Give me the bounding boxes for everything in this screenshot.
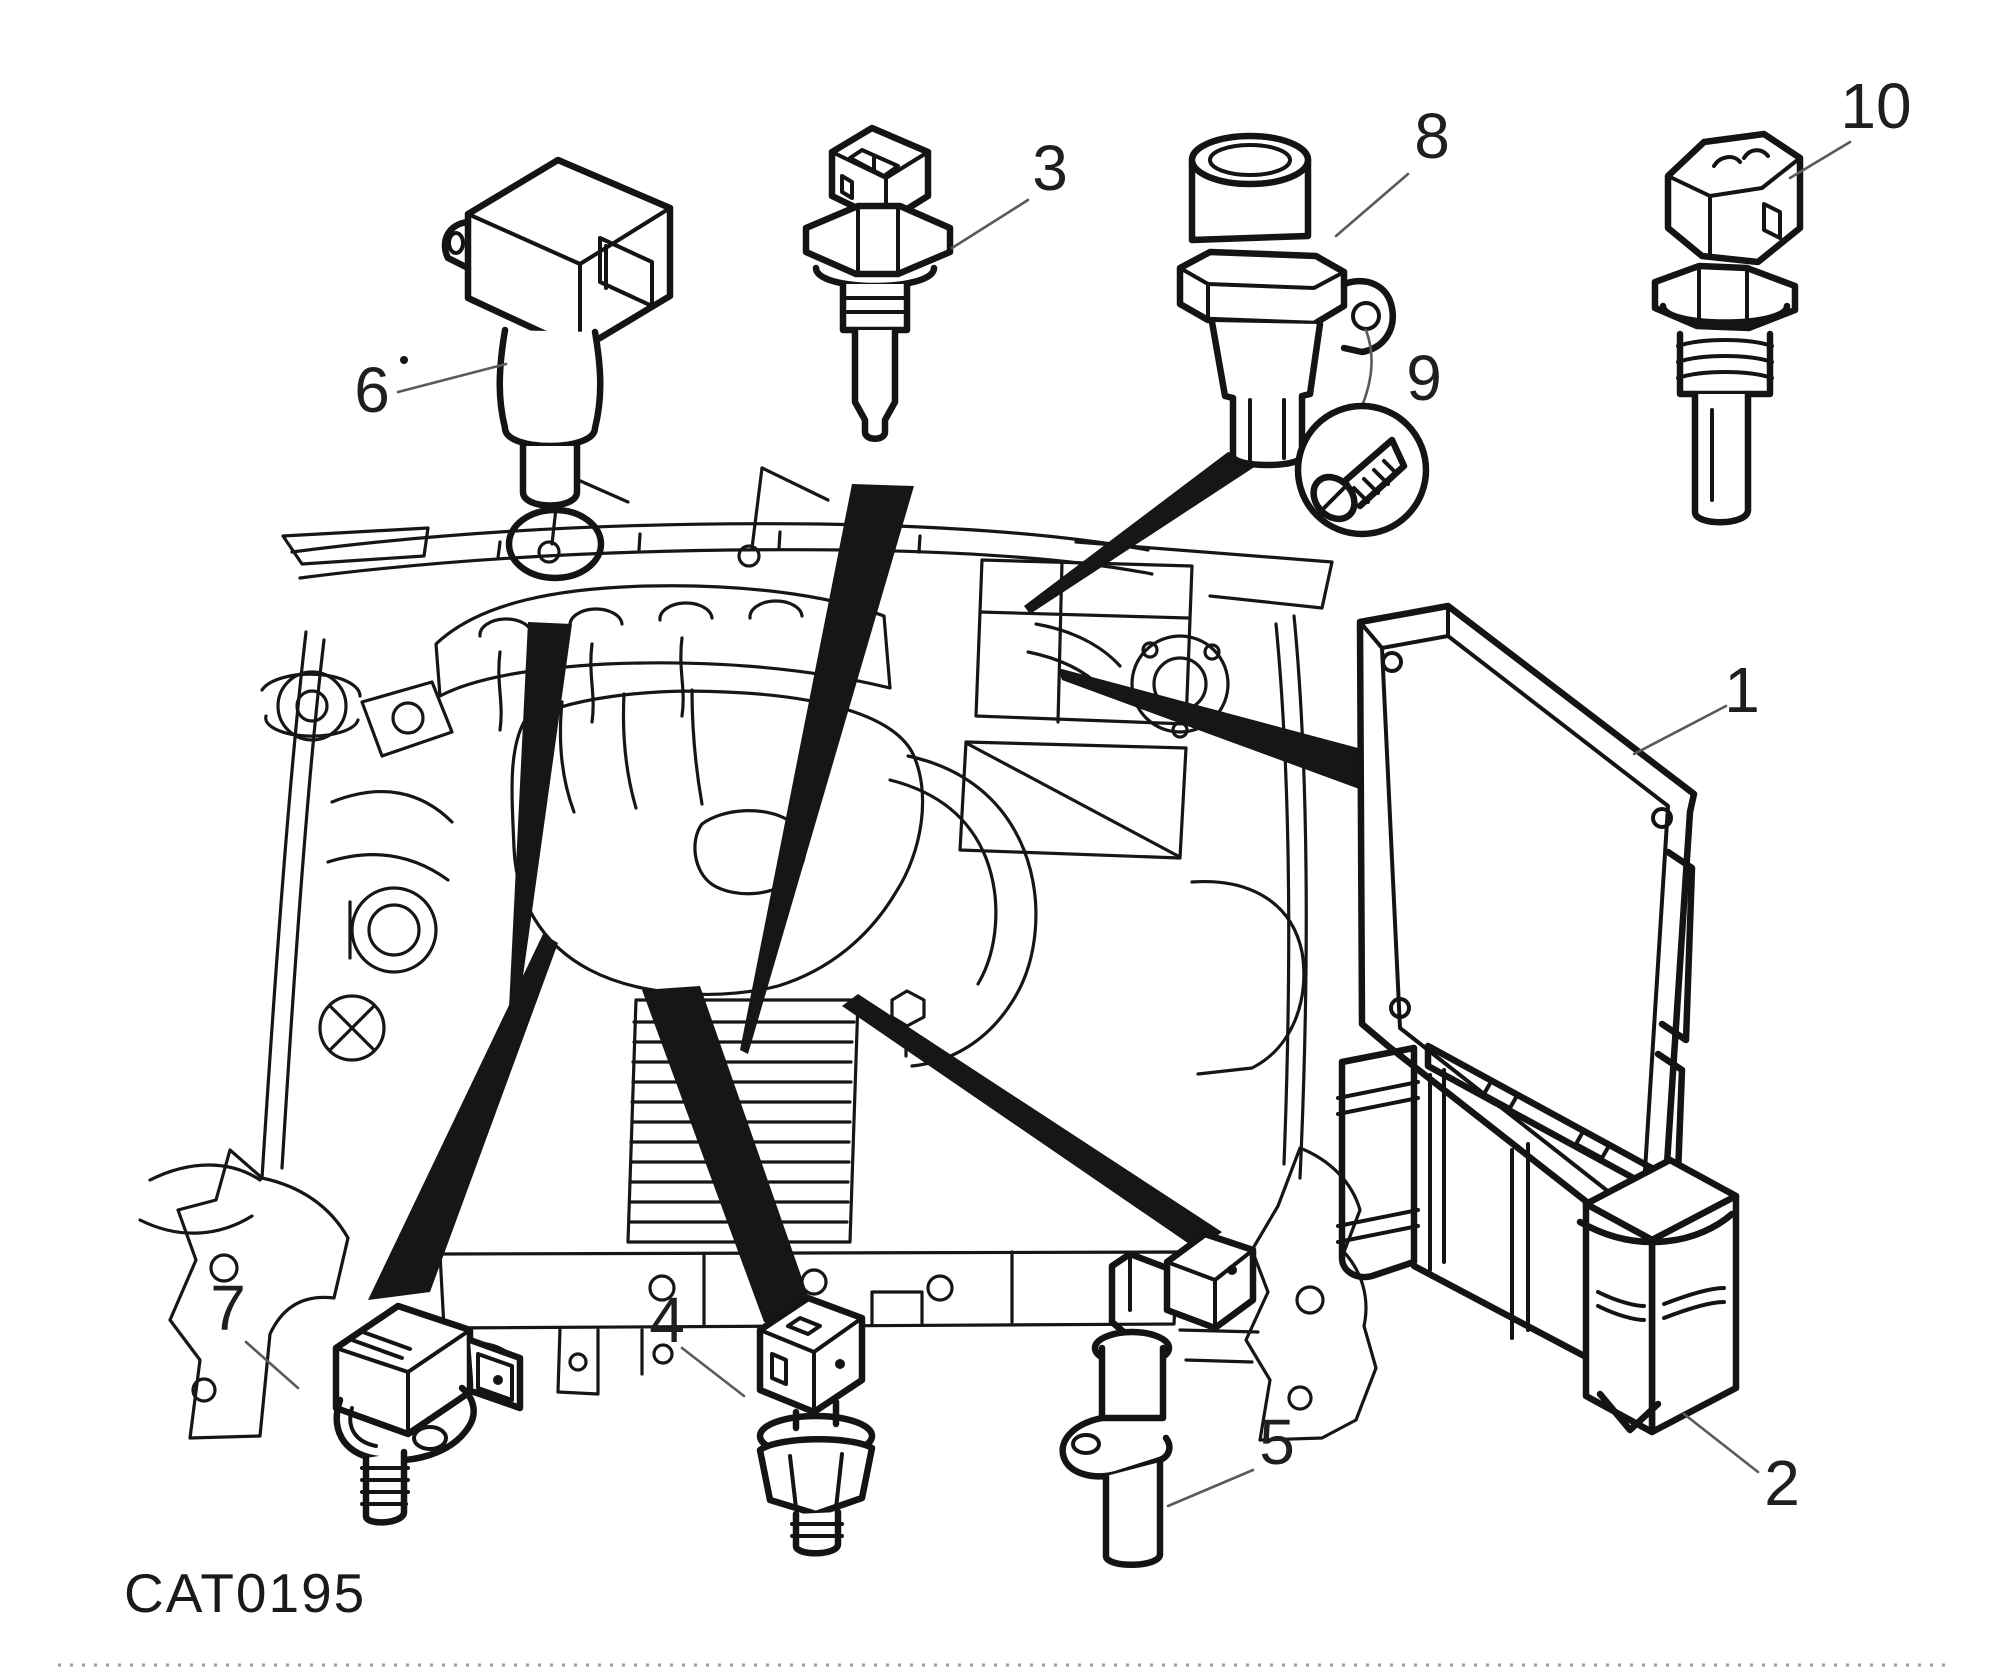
callout-label-1: 1 (1724, 654, 1760, 726)
leader-line-10 (1788, 140, 1852, 180)
part-8-switch-sensor (1176, 132, 1396, 469)
part-9-screw (1294, 328, 1430, 538)
figure-code: CAT0195 (124, 1562, 366, 1624)
callout-label-8: 8 (1414, 100, 1450, 172)
callout-label-4: 4 (649, 1284, 685, 1356)
part-5-crankshaft-sensor (1059, 1230, 1257, 1568)
leader-line-2 (1682, 1412, 1760, 1474)
part-3-temperature-sensor (802, 124, 954, 442)
location-beam-8 (1024, 452, 1262, 614)
location-beam-7 (368, 934, 558, 1300)
callout-label-3: 3 (1032, 132, 1068, 204)
callout-label-5: 5 (1259, 1406, 1295, 1478)
location-beam-5 (842, 994, 1222, 1250)
leader-line-3 (950, 198, 1030, 250)
location-beam-1 (1058, 668, 1362, 790)
leader-line-8 (1334, 172, 1410, 238)
print-speck (400, 356, 408, 364)
location-beam-4 (642, 986, 820, 1330)
leader-line-6 (396, 362, 508, 394)
callout-label-9: 9 (1406, 342, 1442, 414)
callout-label-10: 10 (1840, 70, 1911, 142)
callout-label-2: 2 (1764, 1447, 1800, 1519)
leader-line-5 (1166, 1468, 1255, 1508)
location-beam-6 (509, 622, 572, 1012)
leader-line-4 (680, 1346, 746, 1398)
leader-line-9 (1360, 328, 1373, 408)
leader-line-7 (244, 1340, 300, 1390)
part-6-camshaft-sensor (400, 156, 674, 582)
part-7-map-sensor (332, 1302, 524, 1526)
part-2-mounting-bracket (1336, 1042, 1740, 1436)
callout-label-6: 6 (354, 354, 390, 426)
location-beam-3 (740, 484, 914, 1054)
callout-label-7: 7 (210, 1272, 246, 1344)
engine-bay-illustration (138, 466, 1378, 1442)
leader-line-1 (1632, 704, 1728, 756)
part-4-pressure-switch (756, 1294, 876, 1557)
part-10-coolant-temp-sensor (1651, 130, 1804, 526)
